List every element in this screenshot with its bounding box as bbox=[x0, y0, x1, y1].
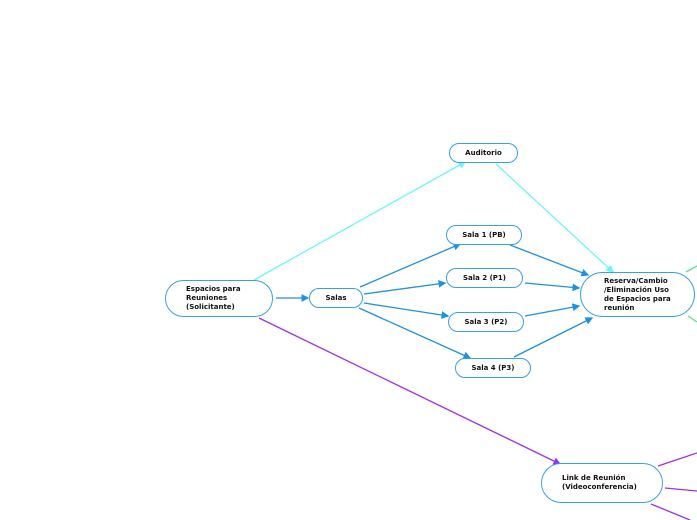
edge-salas-sala4 bbox=[358, 307, 472, 359]
edge-sala1-reserva bbox=[509, 244, 590, 277]
edge-link-out-1 bbox=[657, 452, 697, 467]
edge-salas-sala2 bbox=[363, 280, 447, 295]
edge-reserva-out-1 bbox=[685, 265, 697, 273]
node-link[interactable]: Link de Reunión (Videoconferencia) bbox=[541, 463, 663, 503]
node-auditorio[interactable]: Auditorio bbox=[449, 143, 518, 163]
edge-salas-sala3 bbox=[363, 302, 450, 319]
edge-salas-sala1 bbox=[359, 242, 462, 288]
node-espacios[interactable]: Espacios para Reuniones (Solicitante) bbox=[165, 280, 273, 317]
edge-auditorio-reserva bbox=[495, 163, 614, 273]
edge-link-out-3 bbox=[650, 503, 691, 520]
node-salas[interactable]: Salas bbox=[309, 288, 363, 308]
edge-sala3-reserva bbox=[524, 303, 581, 317]
node-sala4[interactable]: Sala 4 (P3) bbox=[455, 358, 531, 378]
edge-reserva-out-2 bbox=[687, 315, 697, 323]
edge-sala2-reserva bbox=[524, 282, 581, 292]
edge-sala4-reserva bbox=[513, 317, 594, 358]
edge-espacios-auditorio bbox=[253, 161, 467, 281]
node-reserva[interactable]: Reserva/Cambio /Eliminación Uso de Espac… bbox=[580, 272, 695, 317]
edge-link-out-2 bbox=[664, 487, 697, 492]
edge-espacios-link bbox=[258, 317, 562, 465]
node-sala3[interactable]: Sala 3 (P2) bbox=[448, 312, 524, 332]
node-sala1[interactable]: Sala 1 (PB) bbox=[446, 225, 522, 245]
node-sala2[interactable]: Sala 2 (P1) bbox=[446, 268, 523, 288]
